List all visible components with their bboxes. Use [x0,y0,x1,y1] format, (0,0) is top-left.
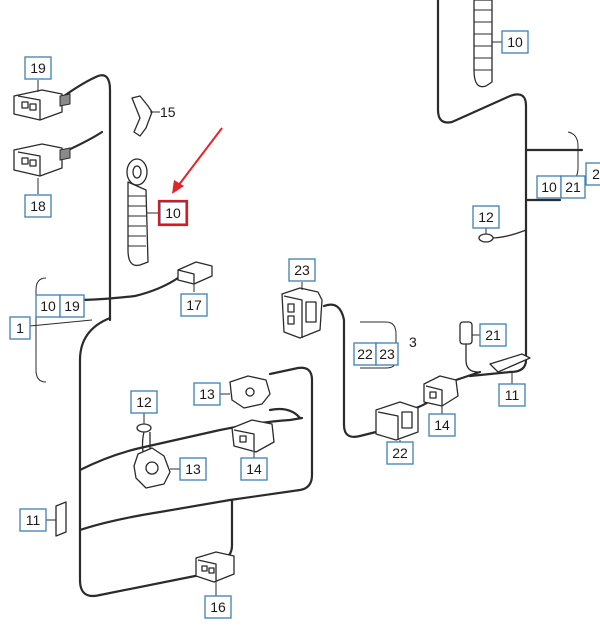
callout-12-right-label: 12 [478,209,494,225]
callout-11-left[interactable]: 11 [19,508,47,532]
callout-14-mid[interactable]: 14 [240,457,268,481]
callout-10-21-second: 21 [565,179,581,195]
callout-18[interactable]: 18 [24,194,52,218]
callout-17[interactable]: 17 [180,293,208,317]
connector-14-right [423,375,459,407]
temp-sensor-12-right [478,233,494,243]
callout-10-21-first: 10 [541,179,557,195]
callout-13-upper[interactable]: 13 [193,382,221,406]
main-harness [62,74,314,598]
callout-22-23-first: 22 [357,346,373,362]
callout-15[interactable]: 15 [160,104,176,120]
callout-2-label: 2 [592,166,600,182]
callout-14-mid-label: 14 [246,461,262,477]
callout-1-label: 1 [16,320,24,336]
callout-10-top-label: 10 [507,34,523,50]
callout-10-19-second: 19 [64,298,80,314]
callout-16[interactable]: 16 [204,595,232,619]
callout-11-left-label: 11 [26,512,41,528]
group-bracket-1 [29,277,93,383]
connector-22 [375,401,419,441]
callout-12-left-label: 12 [136,394,152,410]
callout-1[interactable]: 1 [9,316,31,340]
callout-14-right[interactable]: 14 [428,413,456,437]
callout-14-right-label: 14 [434,417,450,433]
callout-21[interactable]: 21 [479,323,507,347]
callout-10-top[interactable]: 10 [501,30,529,54]
pointer-arrow [172,127,223,194]
connector-14-mid [231,419,275,453]
temp-sensor-12-left [136,423,152,433]
grommet-10-main [126,158,149,267]
callout-10-main-highlighted[interactable]: 10 [157,199,189,227]
connector-19 [13,89,71,121]
callout-23-label: 23 [294,262,310,278]
leader-lines [37,41,513,596]
callout-21-label: 21 [485,327,501,343]
callout-19-label: 19 [30,60,46,76]
bracket-13-upper [229,375,271,409]
sensor-21 [459,321,473,345]
callout-13-lower[interactable]: 13 [179,457,207,481]
bracket-13-lower [133,447,171,489]
clip-11-left [55,501,67,537]
group-bracket-2 [567,131,579,183]
callout-19[interactable]: 19 [24,56,52,80]
callout-18-label: 18 [30,198,46,214]
callout-10-main-label: 10 [165,205,181,221]
connector-16 [195,551,235,583]
callout-3[interactable]: 3 [409,334,417,350]
right-harness [322,0,584,438]
callout-22[interactable]: 22 [386,441,414,465]
callout-11-right-label: 11 [505,387,520,403]
callout-10-21[interactable]: 10 21 [536,175,586,199]
sensor-17 [177,261,213,285]
connector-18 [13,143,71,177]
callout-13-upper-label: 13 [199,386,215,402]
clip-15 [131,95,153,137]
callout-3-label: 3 [409,334,417,350]
callout-2[interactable]: 2 [585,162,600,186]
callout-12-left[interactable]: 12 [130,390,158,414]
callout-12-right[interactable]: 12 [472,205,500,229]
callout-10-19-first: 10 [40,298,56,314]
connector-23 [281,287,323,339]
grommet-10-top [473,0,493,88]
callout-11-right[interactable]: 11 [498,383,526,407]
callout-22-23-second: 23 [379,346,395,362]
callout-15-label: 15 [160,104,176,120]
callout-16-label: 16 [210,599,226,615]
callout-17-label: 17 [186,297,202,313]
clip-11-right [489,353,531,373]
callout-10-19[interactable]: 10 19 [35,294,85,318]
callout-22-23[interactable]: 22 23 [353,342,399,366]
callout-13-lower-label: 13 [185,461,201,477]
callout-22-label: 22 [392,445,408,461]
callout-23[interactable]: 23 [288,258,316,282]
